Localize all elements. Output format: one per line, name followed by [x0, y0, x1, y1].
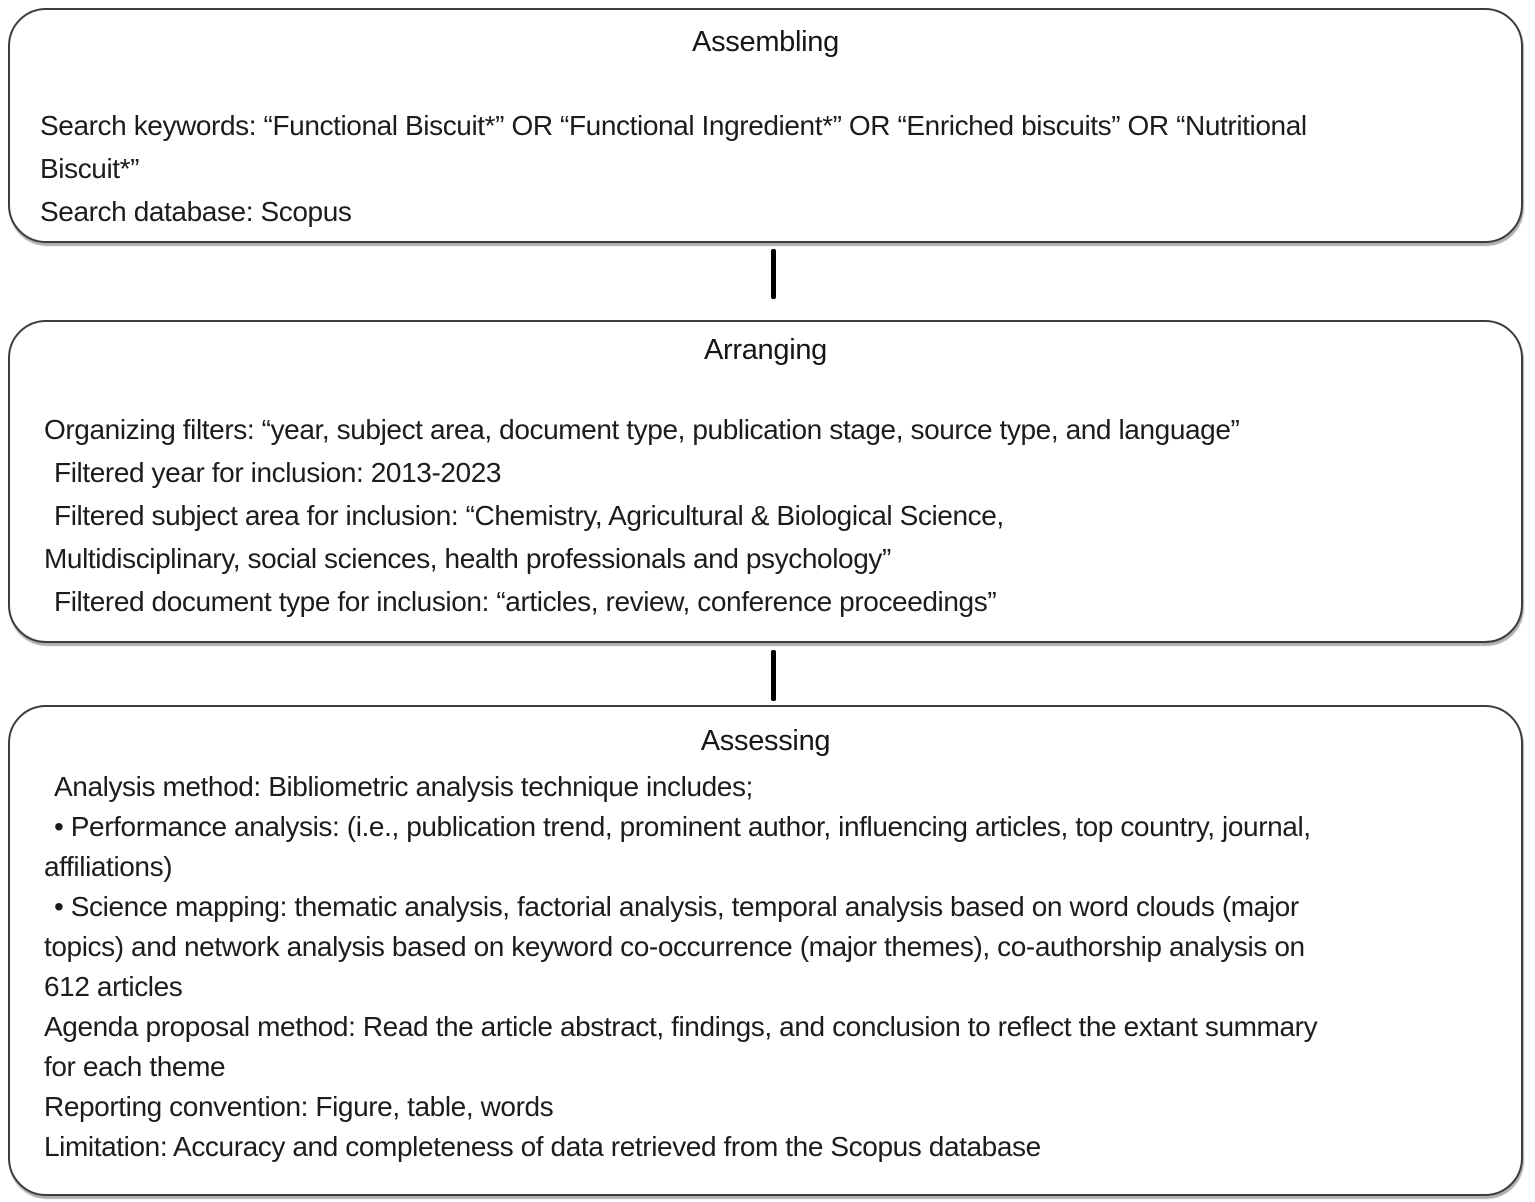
text-line: Organizing filters: “year, subject area,…: [44, 414, 1240, 445]
text-line: topics) and network analysis based on ke…: [44, 931, 1305, 962]
stage-title-assembling: Assembling: [692, 26, 839, 58]
stage-box-arranging: Arranging Organizing filters: “year, sub…: [8, 320, 1523, 643]
text-line: Agenda proposal method: Read the article…: [44, 1011, 1318, 1042]
connector-arrow-2: [771, 650, 776, 701]
text-line: Biscuit*”: [40, 153, 140, 184]
text-line: Search database: Scopus: [40, 196, 352, 227]
stage-body-assembling: Search keywords: “Functional Biscuit*” O…: [10, 104, 1521, 233]
stage-title-arranging: Arranging: [703, 334, 828, 366]
text-line: Reporting convention: Figure, table, wor…: [44, 1091, 554, 1122]
text-line: Filtered document type for inclusion: “a…: [54, 586, 997, 617]
text-line: Filtered year for inclusion: 2013-2023: [54, 457, 502, 488]
text-line: • Science mapping: thematic analysis, fa…: [54, 891, 1299, 922]
stage-title-assessing: Assessing: [700, 725, 831, 757]
stage-body-assessing: Analysis method: Bibliometric analysis t…: [10, 767, 1521, 1167]
stage-box-assessing: Assessing Analysis method: Bibliometric …: [8, 705, 1523, 1196]
connector-arrow-1: [771, 249, 776, 299]
text-line: 612 articles: [44, 971, 183, 1002]
text-line: Search keywords: “Functional Biscuit*” O…: [40, 110, 1307, 141]
text-line: Limitation: Accuracy and completeness of…: [44, 1131, 1041, 1162]
text-line: Multidisciplinary, social sciences, heal…: [44, 543, 891, 574]
stage-box-assembling: Assembling Search keywords: “Functional …: [8, 8, 1523, 243]
stage-body-arranging: Organizing filters: “year, subject area,…: [10, 408, 1521, 623]
text-line: for each theme: [44, 1051, 226, 1082]
text-line: Analysis method: Bibliometric analysis t…: [54, 771, 753, 802]
text-line: affiliations): [44, 851, 173, 882]
text-line: • Performance analysis: (i.e., publicati…: [54, 811, 1311, 842]
text-line: Filtered subject area for inclusion: “Ch…: [54, 500, 1004, 531]
